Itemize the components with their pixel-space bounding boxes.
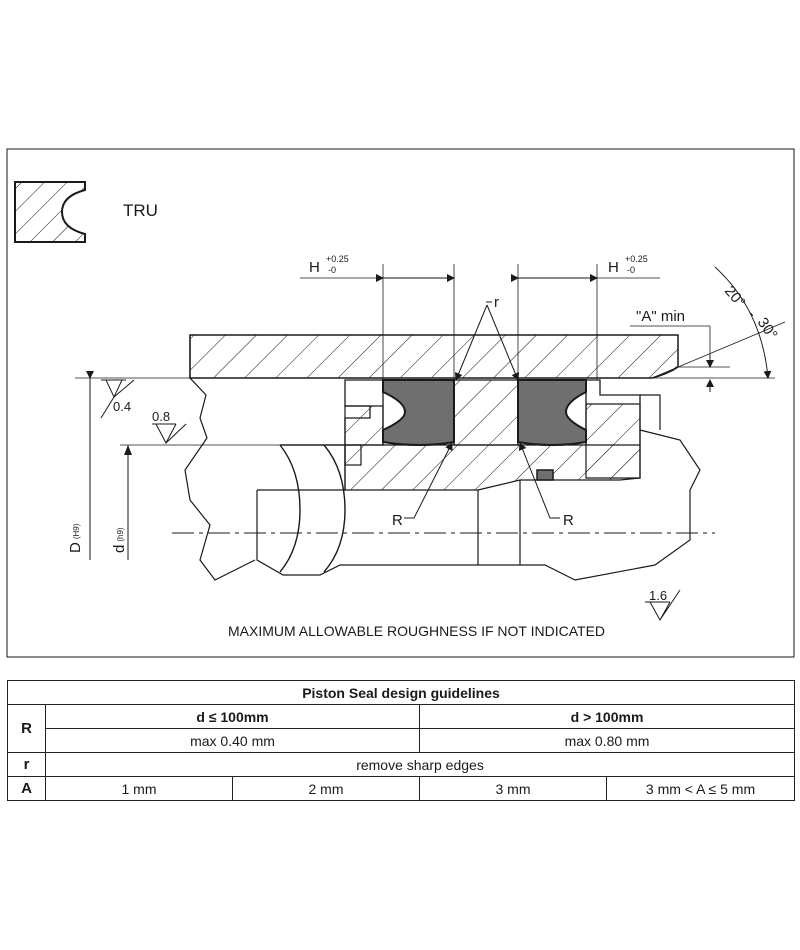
piston-rod [184, 394, 701, 581]
svg-text:H: H [309, 259, 320, 276]
roughness-note: MAXIMUM ALLOWABLE ROUGHNESS IF NOT INDIC… [228, 623, 605, 639]
svg-text:R: R [392, 512, 403, 529]
dimension-a-min: "A" min [630, 308, 730, 392]
svg-text:+0.25: +0.25 [625, 254, 648, 264]
svg-text:d(h9): d(h9) [111, 527, 128, 553]
svg-text:+0.25: +0.25 [326, 254, 349, 264]
svg-text:"A" min: "A" min [636, 308, 685, 325]
value-r-edges: remove sharp edges [44, 752, 796, 777]
value-a-4: 3 mm < A ≤ 5 mm [605, 776, 796, 801]
radius-R-leader-left: R [392, 442, 453, 529]
svg-text:20°: 20° [721, 283, 749, 311]
piston-body [344, 379, 641, 491]
dimension-h-right: H +0.25 -0 [511, 254, 660, 380]
roughness-symbol-groove: 0.8 [152, 409, 187, 445]
seal-drawing: TRU D(H9) [6, 148, 795, 658]
row-label-r: r [7, 752, 46, 777]
svg-text:r: r [494, 294, 499, 311]
svg-text:-0: -0 [627, 265, 635, 275]
svg-text:R: R [563, 512, 574, 529]
dimension-h-left: H +0.25 -0 [300, 254, 455, 380]
svg-text:0.8: 0.8 [152, 409, 170, 424]
condition-large-diameter: d > 100mm [418, 704, 796, 729]
svg-text:D(H9): D(H9) [67, 523, 84, 553]
table-title: Piston Seal design guidelines [6, 680, 796, 705]
roughness-symbol-bore: 0.4 [100, 379, 135, 419]
svg-text:-: - [744, 307, 760, 322]
svg-text:H: H [608, 259, 619, 276]
value-a-2: 2 mm [232, 776, 420, 801]
profile-icon [14, 181, 86, 243]
row-label-R: R [7, 704, 46, 753]
radius-r-leader: r [454, 294, 520, 381]
svg-text:-0: -0 [328, 265, 336, 275]
value-a-3: 3 mm [419, 776, 607, 801]
profile-label: TRU [123, 201, 158, 220]
radius-R-leader-right: R [518, 442, 574, 529]
svg-text:0.4: 0.4 [113, 399, 131, 414]
value-a-1: 1 mm [45, 776, 233, 801]
svg-text:1.6: 1.6 [649, 588, 667, 603]
row-label-A: A [7, 776, 46, 801]
drawing-frame [6, 148, 795, 658]
dimension-bore-diameter: D(H9) [67, 371, 94, 560]
value-large-diameter: max 0.80 mm [418, 728, 796, 753]
roughness-symbol-default: 1.6 [645, 588, 681, 622]
value-small-diameter: max 0.40 mm [45, 728, 420, 753]
condition-small-diameter: d ≤ 100mm [45, 704, 420, 729]
dimension-groove-diameter: d(h9) [111, 445, 132, 560]
design-guidelines-table: Piston Seal design guidelines R d ≤ 100m… [6, 680, 796, 801]
svg-text:30°: 30° [754, 315, 781, 343]
